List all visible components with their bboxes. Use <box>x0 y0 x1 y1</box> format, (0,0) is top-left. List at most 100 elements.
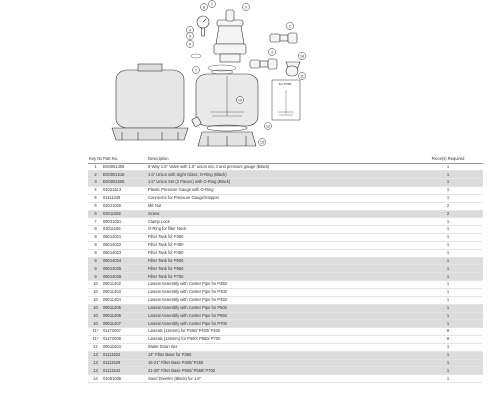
pieces-required-cell: 1 <box>412 225 483 235</box>
key-no-cell: 13 <box>88 366 102 376</box>
callout-number: 9 <box>245 5 247 9</box>
callout-bubble <box>298 72 306 80</box>
pieces-required-cell: 1 <box>412 312 483 321</box>
parts-table-header: Key No. Part No. Description Piece(s) Re… <box>88 156 483 164</box>
part-no-cell: BX0001308 <box>102 163 147 172</box>
description-cell: 21-28" Filter Base P500/ P550/ P700 <box>147 366 412 376</box>
pieces-required-cell: 1 <box>412 351 483 360</box>
part-no-cell: BX0001518 <box>102 170 147 180</box>
key-no-cell: 9 <box>88 272 102 282</box>
part-no-cell: 09014021 <box>102 233 147 242</box>
pieces-required-cell: 1 <box>412 233 483 242</box>
pieces-required-cell: 1 <box>412 374 483 384</box>
pieces-required-cell: 1 <box>412 343 483 352</box>
header-part-no: Part No. <box>102 156 147 164</box>
callout-number: 12 <box>266 124 270 128</box>
callout-number: 2 <box>289 24 291 28</box>
callout-number: 13 <box>260 140 264 144</box>
pieces-required-cell: 1 <box>412 319 483 329</box>
pieces-required-cell: 1 <box>412 241 483 250</box>
description-cell: Sand Diverter (Black) for 1.5" <box>147 374 412 384</box>
key-no-cell: 10 <box>88 280 102 289</box>
part-no-cell: 04021513 <box>102 186 147 195</box>
pieces-required-cell: 1 <box>412 170 483 180</box>
pieces-required-cell: 1 <box>412 366 483 376</box>
callouts <box>186 0 306 146</box>
key-no-cell: 4 <box>88 186 102 195</box>
pieces-required-cell: 1 <box>412 280 483 289</box>
key-no-cell: 9 <box>88 241 102 250</box>
part-no-cell: 09011405 <box>102 304 147 313</box>
description-cell: Water Drain Set <box>147 343 412 352</box>
callout-number: 6 <box>189 42 191 46</box>
pieces-required-cell: 1 <box>412 249 483 258</box>
part-no-cell: 09014026 <box>102 272 147 282</box>
callout-numbers: 8 9 2 3 14 13 12 11 6 1 4 10 7 5 <box>189 2 304 144</box>
part-no-cell: 09011406 <box>102 312 147 321</box>
pieces-required-cell: 8 <box>412 327 483 337</box>
key-no-cell: 11* <box>88 335 102 344</box>
part-no-cell: 09014022 <box>102 241 147 250</box>
header-description: Description <box>147 156 412 164</box>
pieces-required-cell: 1 <box>412 186 483 195</box>
union-set <box>249 58 278 70</box>
description-cell: Filter Tank for P350 <box>147 233 412 242</box>
filter-base <box>197 131 257 147</box>
description-cell: Plastic Pressure Gauge with O-Ring <box>147 186 412 195</box>
part-no-cell: 09011604 <box>102 343 147 352</box>
part-no-cell: 03011092 <box>102 210 147 219</box>
sight-glass-union <box>269 32 298 44</box>
part-no-cell: 01172007 <box>102 327 147 337</box>
part-no-cell: 09031031 <box>102 217 147 227</box>
key-no-cell: 5 <box>88 194 102 203</box>
callout-bubble <box>186 32 194 40</box>
callout-number: 5 <box>189 34 191 38</box>
description-cell: Lateral Assembly with Center Pipe for P5… <box>147 304 412 313</box>
pressure-gauge <box>196 15 210 37</box>
pieces-required-cell: 1 <box>412 264 483 274</box>
part-no-cell: 01051036 <box>102 374 147 384</box>
part-no-cell: 09014024 <box>102 257 147 266</box>
description-cell: O-Ring for filter Neck <box>147 225 412 235</box>
key-no-cell: 13 <box>88 351 102 360</box>
part-no-cell: BX0001508 <box>102 178 147 188</box>
description-cell: Laterals (126mm) for P500/ P550/ P700 <box>147 335 412 344</box>
pieces-required-cell: 2 <box>412 210 483 219</box>
part-no-cell: 01111529 <box>102 359 147 368</box>
part-no-cell: 09014025 <box>102 264 147 274</box>
part-no-cell: 03011156 <box>102 225 147 235</box>
description-cell: Lateral Assembly with Center Pipe for P5… <box>147 312 412 321</box>
pieces-required-cell: 1 <box>412 178 483 188</box>
lateral-assembly <box>285 65 299 77</box>
part-no-cell: 09011402 <box>102 280 147 289</box>
key-no-cell: 14 <box>88 374 102 384</box>
description-cell: Clamp Lock <box>147 217 412 227</box>
pieces-required-cell: 1 <box>412 257 483 266</box>
key-no-cell: 3 <box>88 178 102 188</box>
description-cell: 14" Filter Base for P350 <box>147 351 412 360</box>
callout-bubble <box>192 66 200 74</box>
description-cell: Screw <box>147 210 412 219</box>
description-cell: Filter Tank for P500 <box>147 257 412 266</box>
part-no-cell: 01111522 <box>102 351 147 360</box>
key-no-cell: 11* <box>88 327 102 337</box>
part-no-cell: 09011407 <box>102 319 147 329</box>
key-no-cell: 12 <box>88 343 102 352</box>
key-no-cell: 7 <box>88 217 102 227</box>
description-cell: Filter Tank for P700 <box>147 272 412 282</box>
key-no-cell: 1 <box>88 163 102 172</box>
inset-label: For P350 <box>279 82 292 86</box>
